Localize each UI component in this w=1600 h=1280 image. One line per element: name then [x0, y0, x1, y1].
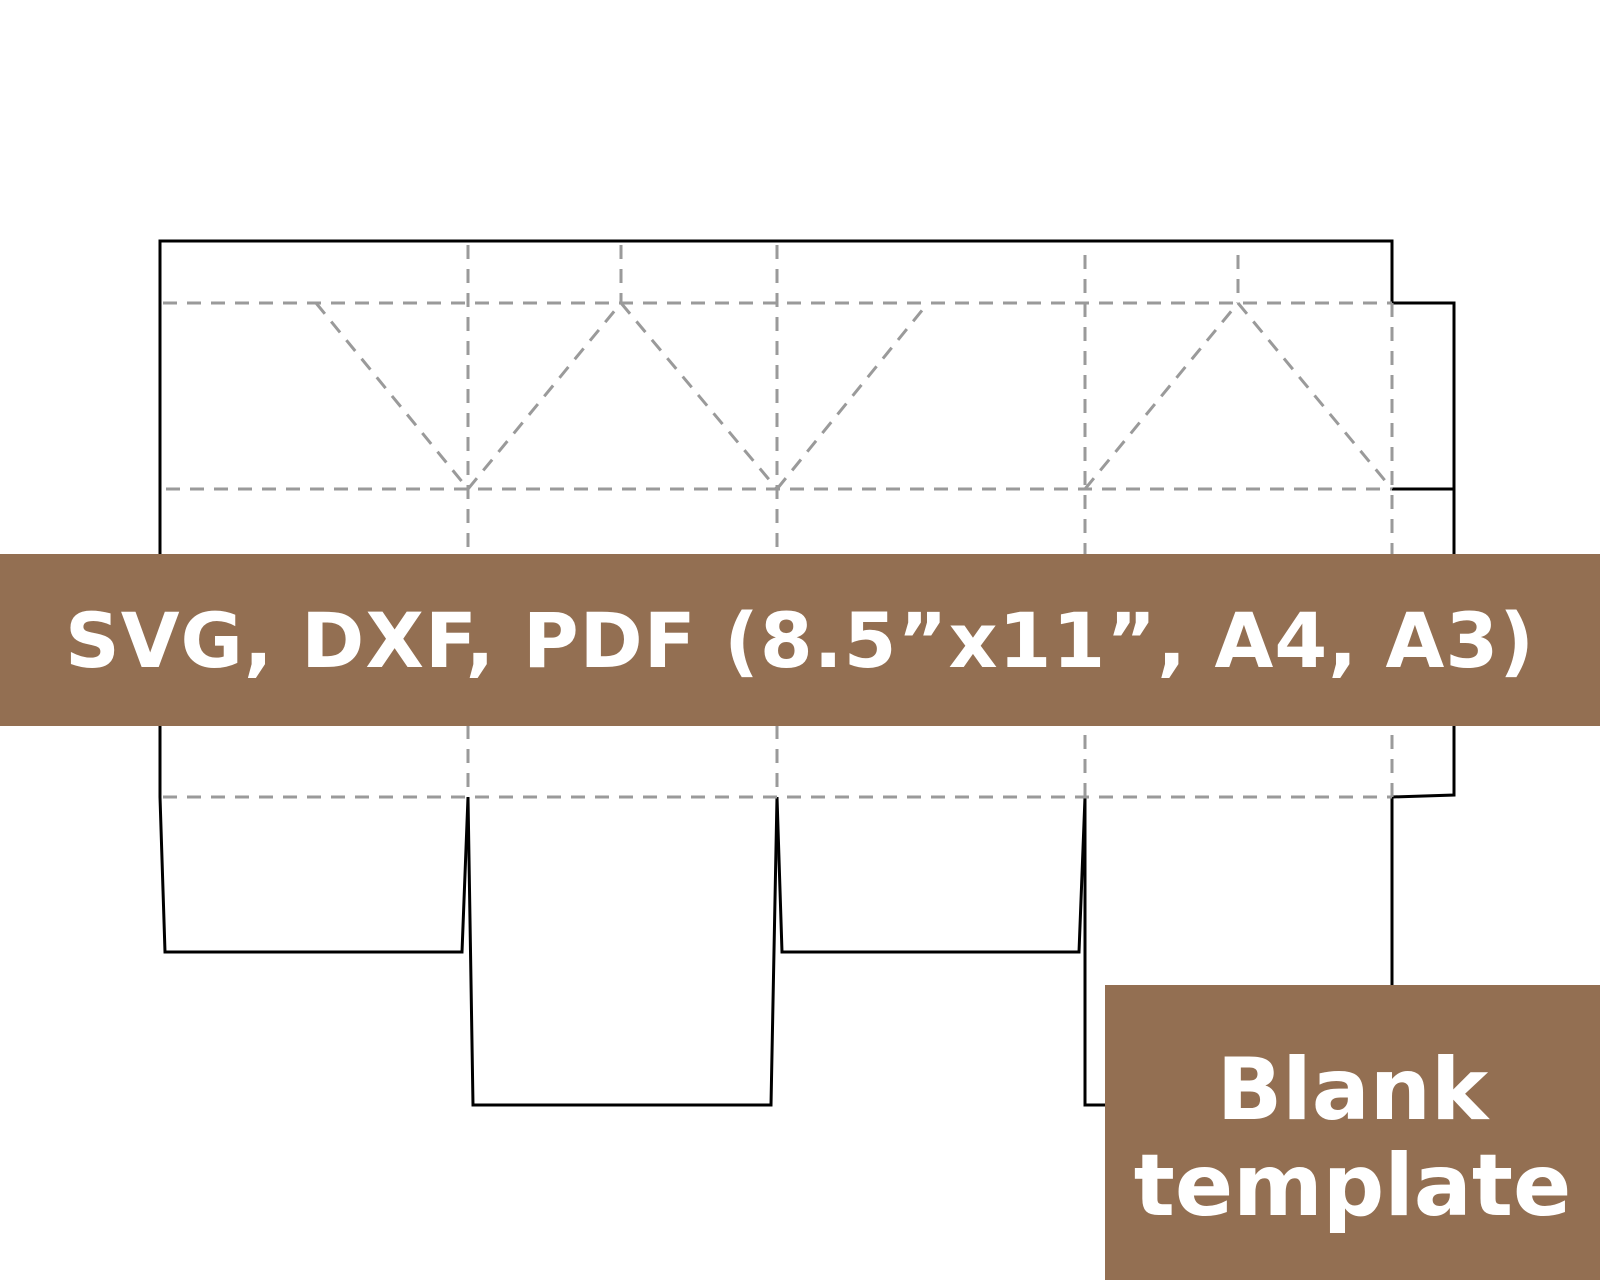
formats-banner-text: SVG, DXF, PDF (8.5”x11”, A4, A3)	[65, 595, 1535, 685]
blank-template-label: Blank template	[1105, 985, 1600, 1280]
formats-banner: SVG, DXF, PDF (8.5”x11”, A4, A3)	[0, 554, 1600, 726]
fold-diagonal-6	[1236, 302, 1394, 490]
bottom-flap-2	[466, 796, 779, 1107]
bottom-flap-3	[775, 796, 1087, 954]
fold-diagonal-5	[1083, 302, 1240, 490]
fold-diagonal-1	[314, 302, 470, 490]
fold-diagonal-3	[619, 302, 779, 490]
bottom-flap-1	[158, 796, 470, 954]
blank-template-line-1: Blank	[1216, 1039, 1489, 1140]
blank-template-line-2: template	[1133, 1135, 1572, 1236]
fold-diagonal-4	[775, 302, 930, 490]
fold-diagonal-2	[466, 302, 623, 490]
